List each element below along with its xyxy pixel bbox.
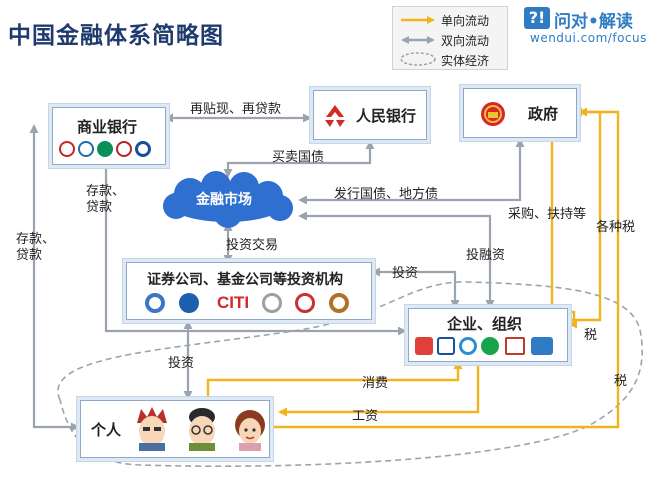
label-deposit-loan-1: 存款、 [86,184,126,199]
brand-logo: ?! 问对•解读 wendui.com/focus [524,6,654,48]
financial-market-cloud [163,171,293,228]
citi-logo-text: CITI [217,293,250,312]
enterprise-node: 企业、组织 [408,308,568,362]
label-various-taxes: 各种税 [596,220,636,235]
label-rediscount: 再贴现、再贷款 [190,102,282,117]
government-node: 政府 [463,88,577,138]
person-male-red-hair-icon [137,407,167,451]
label-procurement: 采购、扶持等 [508,207,587,222]
brand-name: 问对•解读 [554,7,633,32]
enterprise-title: 企业、组织 [447,315,523,333]
page-title: 中国金融体系简略图 [8,23,224,49]
arrow-government-enterprise [550,140,577,329]
pboc-title: 人民银行 [356,107,417,125]
brand-qa: 问对 [554,12,588,32]
securities-logo-2-icon [262,293,282,313]
label-deposit-loan-left-1: 存款、 [16,232,56,247]
boc-logo-icon [116,141,132,157]
label-trade-bonds: 买卖国债 [272,150,325,165]
media-logo-icon [505,337,525,355]
investment-institutions-title: 证券公司、基金公司等投资机构 [147,272,343,288]
person-female-icon [235,410,265,451]
arrow-bank-individual [29,124,80,432]
arrow-individual-enterprise [206,360,463,398]
fund-logo-icon [179,293,199,313]
securities-logo-icon [145,293,165,313]
government-title: 政府 [528,105,559,123]
brand-question-icon: ?! [524,7,550,29]
bocom-logo-icon [135,141,151,157]
legend-real-economy-swatch [400,52,436,66]
label-issue-bonds: 发行国债、地方债 [334,187,439,202]
sinopec-logo-icon [437,337,455,355]
brand-interpret: 解读 [598,12,633,32]
label-invest-down: 投资 [168,356,195,371]
pboc-node: 人民银行 [313,90,427,140]
label-invest-right: 投资 [392,266,419,281]
brand-dot: • [588,12,599,32]
national-emblem-icon [481,102,505,126]
label-investment-trading: 投资交易 [226,238,279,253]
petrochina-logo-icon [415,337,433,355]
individual-node: 个人 [80,400,270,458]
state-grid-logo-icon [481,337,499,355]
icbc-logo-icon [59,141,75,157]
legend-two-way-label: 双向流动 [441,34,490,48]
abc-logo-icon [97,141,113,157]
commercial-bank-title: 商业银行 [77,118,138,136]
label-tax-1: 税 [584,328,598,343]
arrow-individual-government [268,107,620,429]
pboc-logo-icon [325,105,345,127]
legend-one-way-label: 单向流动 [441,14,490,28]
brand-url: wendui.com/focus [530,31,647,45]
legend: 单向流动 双向流动 实体经济 [392,6,508,70]
label-deposit-loan-left-2: 贷款 [16,248,43,263]
financial-market-label: 金融市场 [196,192,252,208]
securities-logo-3-icon [295,293,315,313]
investment-institutions-node: 证券公司、基金公司等投资机构 CITI [126,262,372,320]
commercial-bank-node: 商业银行 [52,107,166,165]
securities-logo-4-icon [329,293,349,313]
china-mobile-logo-icon [459,337,477,355]
label-consumption: 消费 [362,376,389,391]
arrow-enterprise-individual [278,362,480,417]
label-tax-2: 税 [614,374,628,389]
arrow-bank-enterprise [101,146,407,336]
wendui-logo-icon [531,337,553,355]
person-male-glasses-icon [189,408,215,451]
label-investment-financing: 投融资 [466,248,506,263]
legend-real-economy-label: 实体经济 [441,54,490,68]
ccb-logo-icon [78,141,94,157]
label-wages: 工资 [352,409,379,424]
legend-graphics [400,16,436,66]
label-deposit-loan-2: 贷款 [86,200,113,215]
individual-title: 个人 [91,421,122,439]
